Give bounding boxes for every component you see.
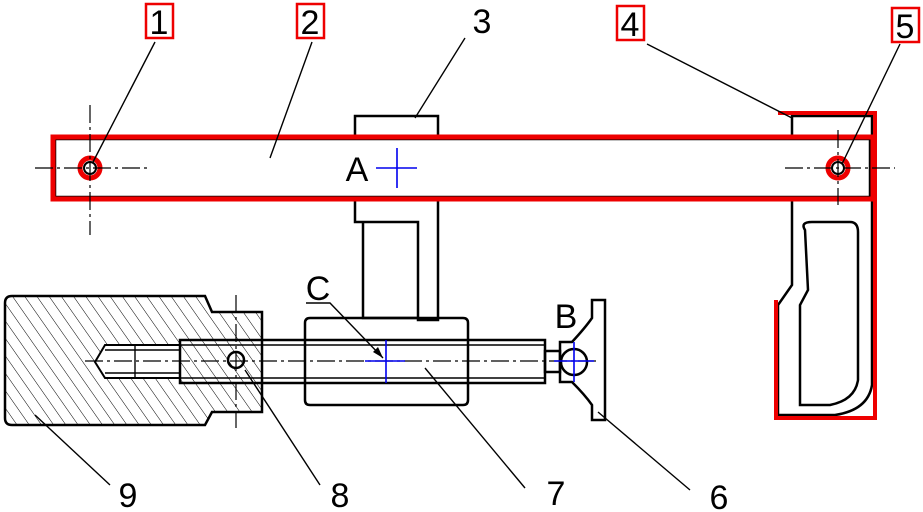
label-part-4: 4 <box>621 6 640 44</box>
leader-lines <box>34 37 901 491</box>
part-9-handle <box>3 294 264 427</box>
label-point-b: B <box>555 298 578 336</box>
label-part-9: 9 <box>119 477 138 512</box>
highlight-bar <box>50 134 876 202</box>
part-4-jaw <box>774 111 877 420</box>
label-point-c: C <box>306 270 331 308</box>
label-part-1: 1 <box>150 4 169 42</box>
label-part-5: 5 <box>896 8 915 46</box>
part-2-bar <box>53 137 872 199</box>
label-part-2: 2 <box>301 4 320 42</box>
center-lines <box>35 105 895 428</box>
label-part-6: 6 <box>710 479 729 512</box>
label-point-a: A <box>346 151 369 189</box>
label-part-8: 8 <box>331 477 350 512</box>
label-part-3: 3 <box>473 3 492 41</box>
reference-marks <box>365 148 594 383</box>
label-part-7: 7 <box>547 475 566 512</box>
